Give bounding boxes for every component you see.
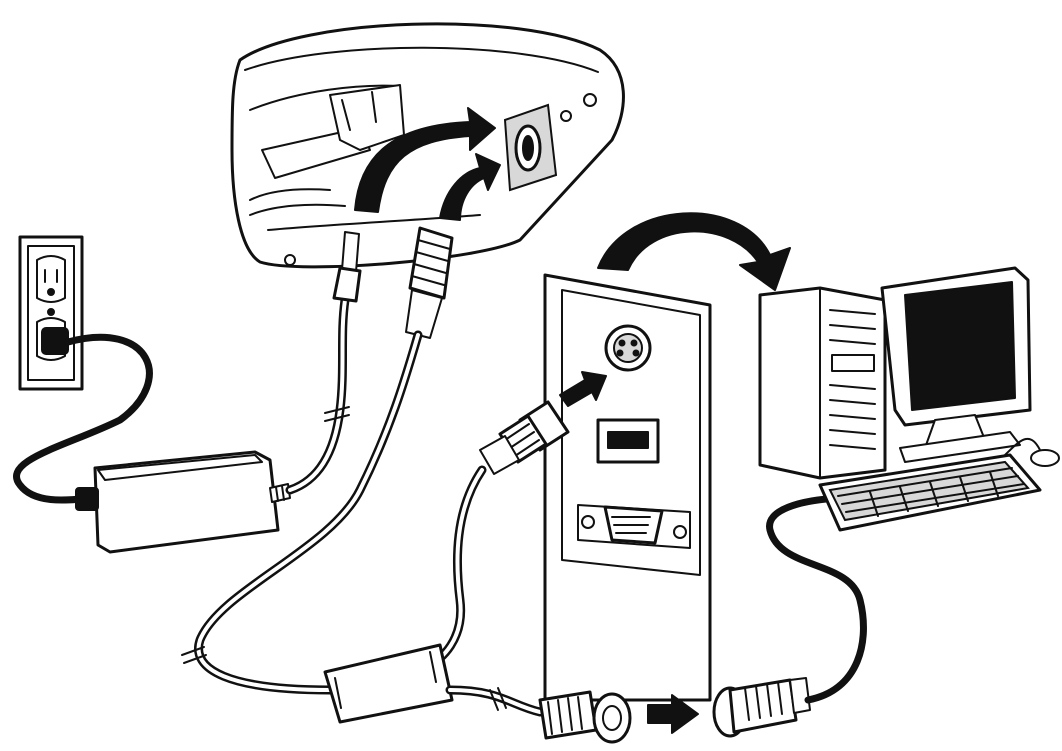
wall-outlet xyxy=(18,235,84,391)
join-keyboard-wedge-arrow xyxy=(647,694,699,734)
computer-tower xyxy=(758,286,887,480)
keyboard xyxy=(818,437,1060,532)
ps2-plug-to-pc xyxy=(479,400,570,475)
monitor-screen xyxy=(904,281,1016,411)
keyboard-cable xyxy=(766,494,867,704)
insert-power-plug-arrow xyxy=(354,107,496,213)
desktop-computer xyxy=(758,266,1032,480)
power-cord xyxy=(13,333,153,504)
power-supply-cable xyxy=(285,295,350,495)
mouse xyxy=(1030,449,1060,467)
y-cable-ferrite xyxy=(323,643,454,724)
insert-ps2-into-pc-arrow xyxy=(559,371,607,407)
ps2-female-connector xyxy=(538,690,632,744)
cable-break-mark xyxy=(181,646,207,664)
cable-break-mark xyxy=(324,406,350,422)
scanner-power-plug xyxy=(332,231,362,303)
pc-rear-panel xyxy=(543,273,712,702)
power-supply xyxy=(75,450,291,554)
keyboard-ps2-plug xyxy=(712,677,811,738)
insert-interface-cable-arrow xyxy=(439,153,501,221)
rotate-to-pc-rear-arrow xyxy=(597,212,791,291)
scanner-base xyxy=(230,22,625,269)
outlet-plug-icon xyxy=(41,327,69,355)
scanner-interface-plug xyxy=(405,226,454,339)
